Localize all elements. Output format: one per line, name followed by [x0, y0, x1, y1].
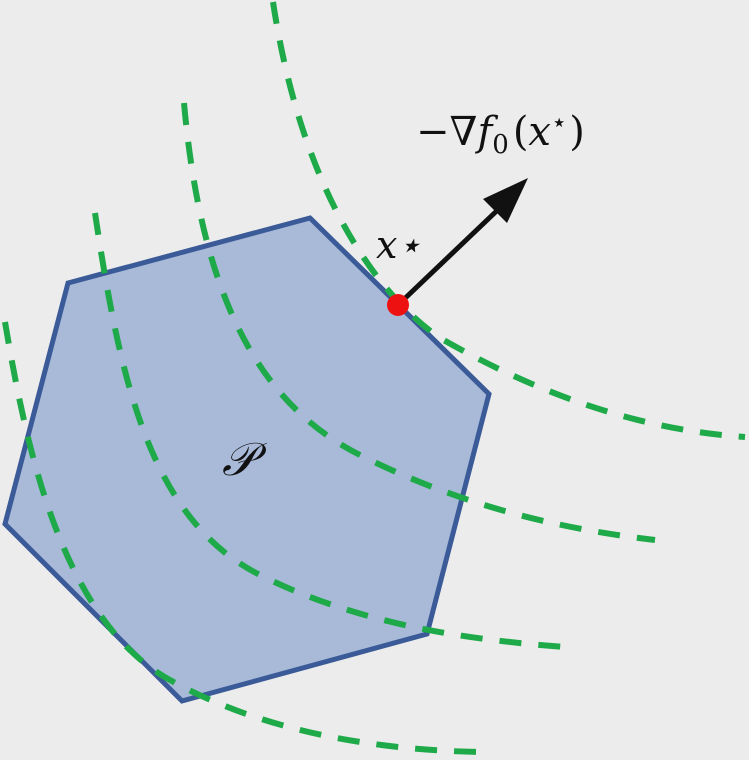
function-subscript: 0 [492, 130, 509, 160]
negative-gradient-arrowhead [483, 178, 528, 223]
feasible-region-polygon [2, 215, 492, 704]
optimal-point-label: x⋆ [376, 223, 421, 267]
negative-gradient-arrow-shaft [396, 201, 507, 307]
argument-symbol: x [528, 109, 551, 155]
level-curve-4 [270, 1, 746, 440]
negative-gradient-label: −∇f0(x⋆) [416, 108, 585, 160]
level-curve-3 [181, 102, 656, 543]
negative-nabla-symbol: −∇ [416, 109, 477, 155]
argument-star: ⋆ [551, 108, 567, 138]
level-curve-1 [2, 321, 481, 755]
level-curve-2 [92, 212, 566, 650]
open-paren: ( [513, 109, 529, 155]
optimal-point-marker [387, 294, 409, 316]
close-paren: ) [569, 109, 585, 155]
